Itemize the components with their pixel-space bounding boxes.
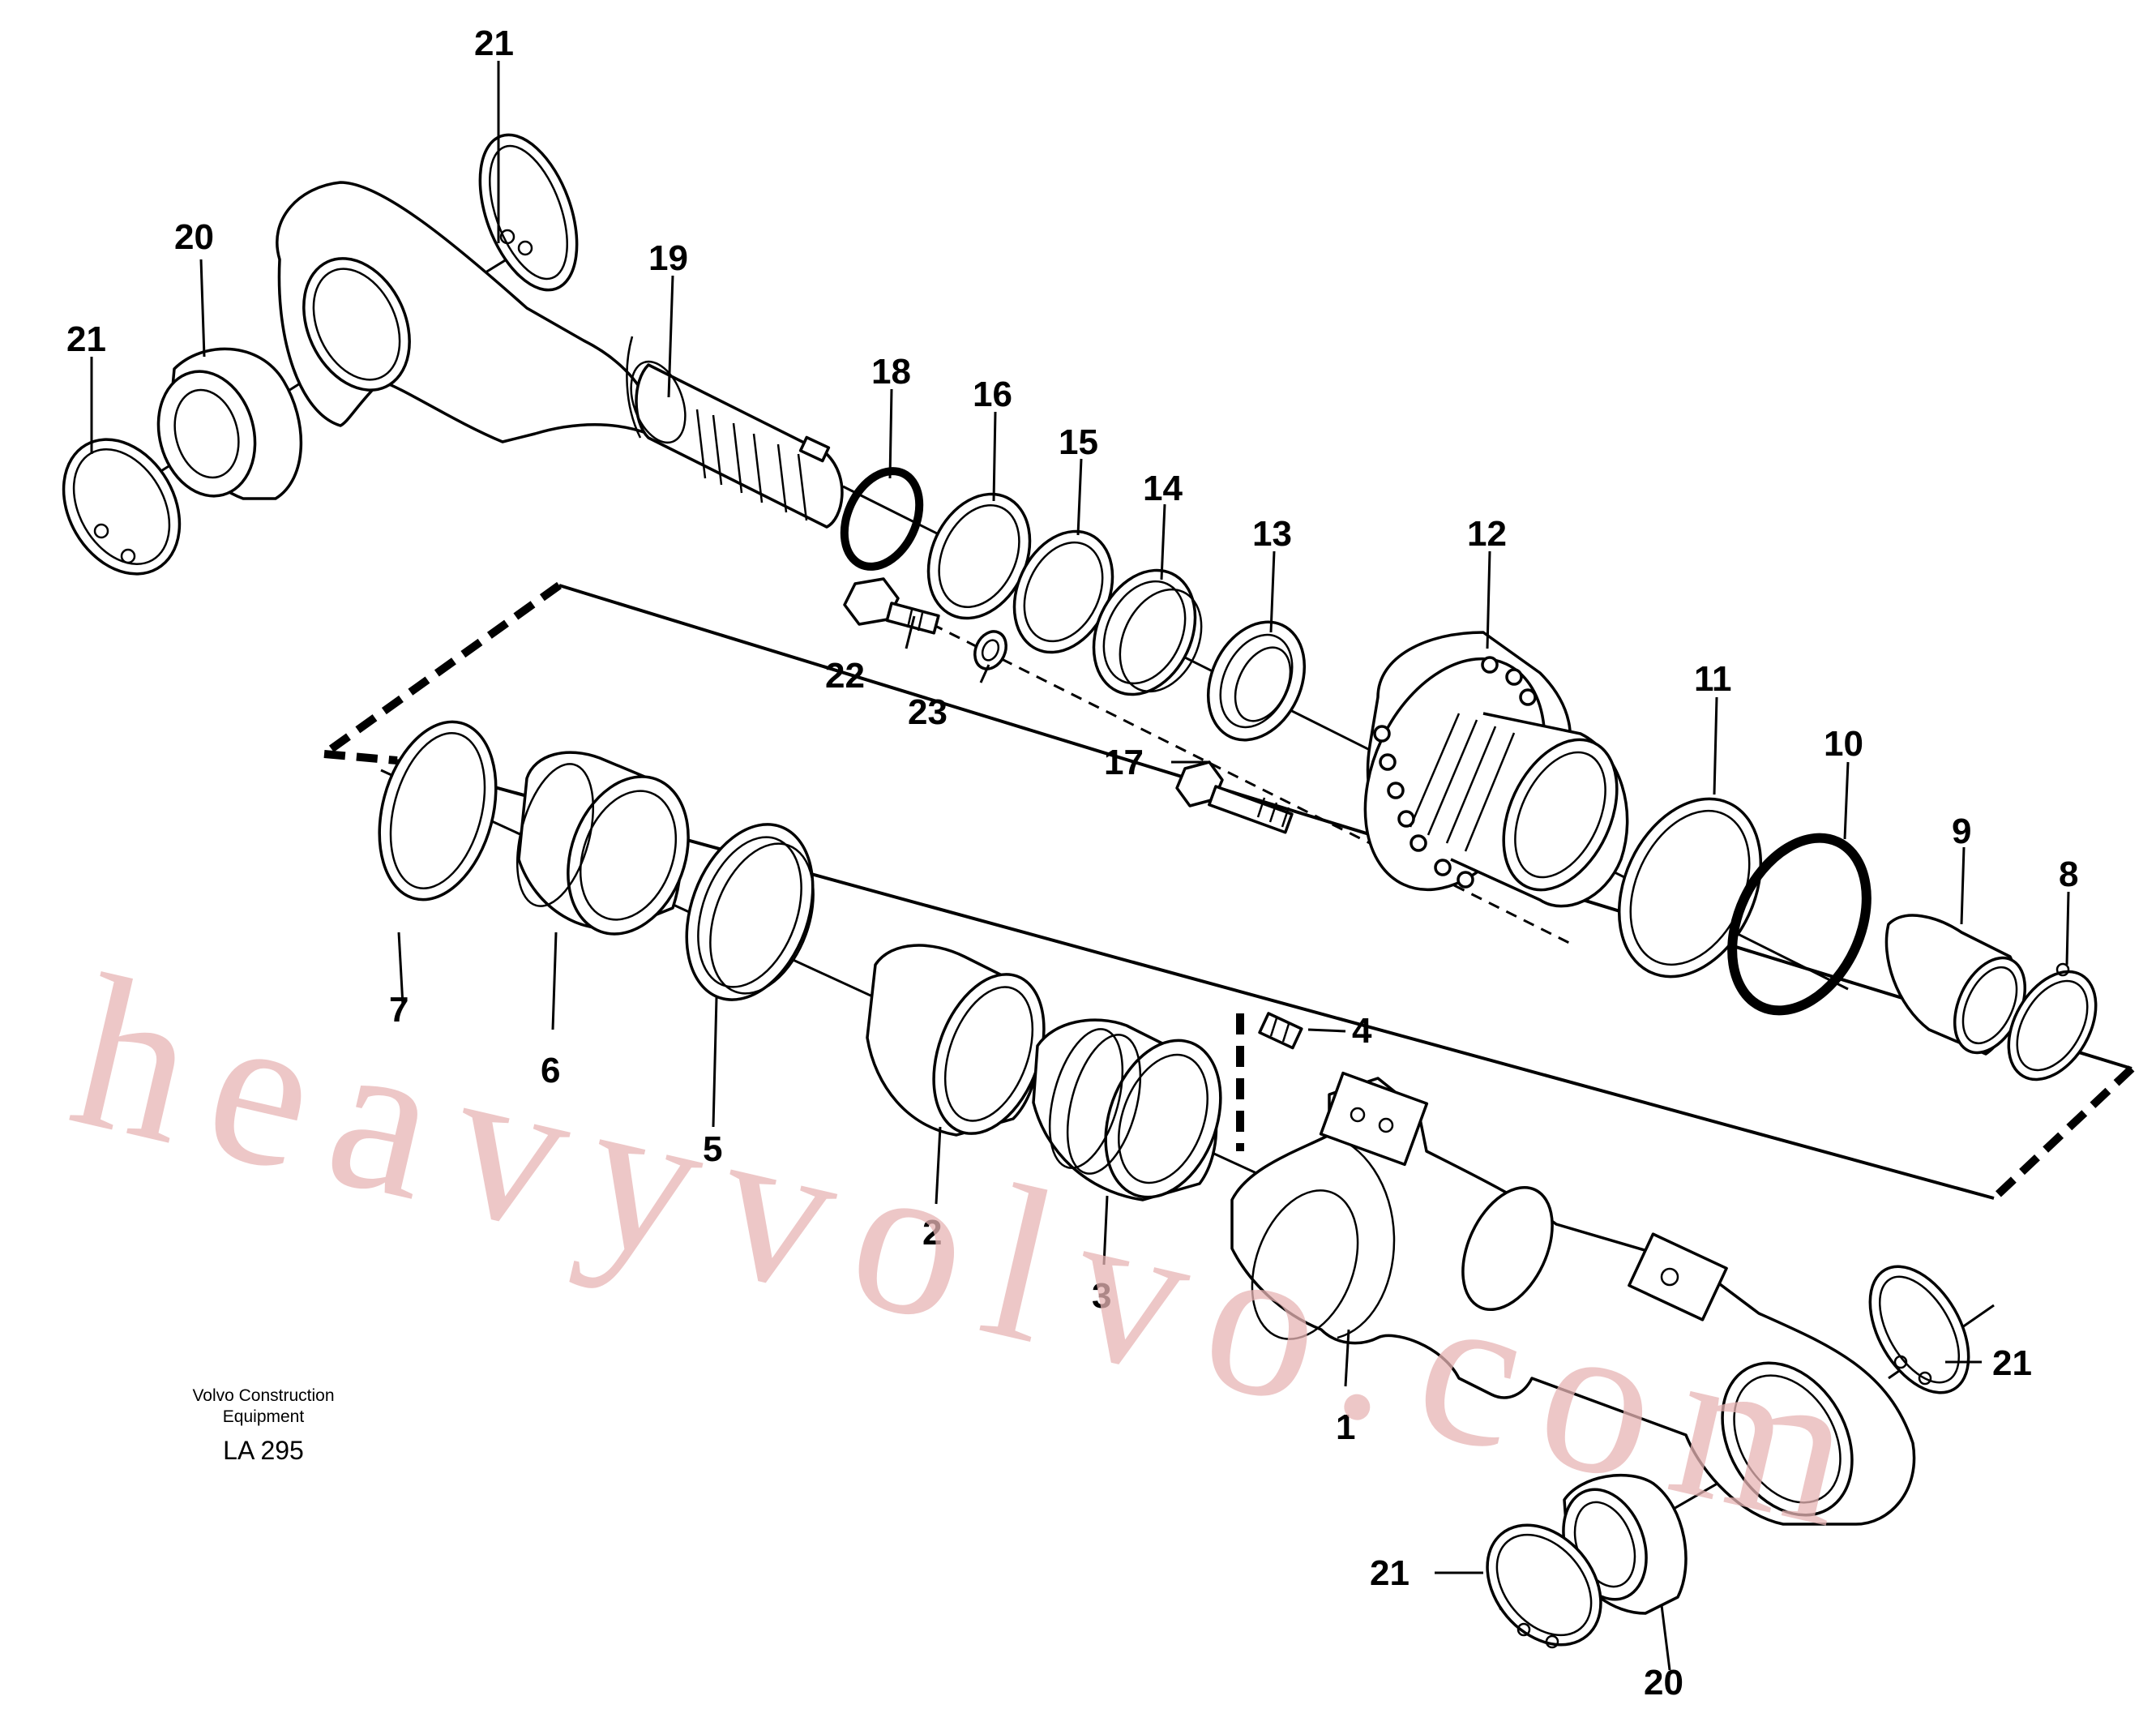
callout-1: 1: [1336, 1407, 1355, 1447]
part-11-ring: [1617, 797, 1763, 979]
part-13-seal: [1206, 620, 1307, 742]
callout-labels: 21 20 21 19 18 16 15 14 13 12 11 10 9 8 …: [66, 24, 2078, 1703]
callout-8: 8: [2059, 854, 2078, 894]
callout-21-left: 21: [66, 319, 106, 359]
callout-20-bottom: 20: [1644, 1663, 1683, 1703]
drawing-code: LA 295: [223, 1436, 304, 1465]
leader-lines: [90, 61, 2070, 1671]
part-23-washer: [973, 630, 1007, 670]
part-21-bottom-circlip: [1486, 1523, 1602, 1649]
callout-13: 13: [1252, 514, 1292, 554]
callout-9: 9: [1952, 812, 1971, 851]
drawing-caption: Volvo Construction Equipment LA 295: [192, 1386, 334, 1465]
callout-11: 11: [1694, 659, 1732, 699]
part-17-bolt: [1175, 760, 1294, 834]
part-7-ring: [378, 720, 498, 902]
callout-10: 10: [1824, 724, 1863, 764]
assembly-frame: [322, 581, 2135, 1201]
callout-17: 17: [1104, 743, 1144, 782]
callout-5: 5: [703, 1129, 722, 1169]
part-9-bushing: [1884, 914, 2027, 1056]
callout-19: 19: [648, 238, 688, 278]
part-4-grease-nipple: [1236, 1012, 1303, 1151]
callout-14: 14: [1143, 469, 1183, 508]
callout-6: 6: [541, 1051, 560, 1090]
callout-15: 15: [1059, 422, 1098, 462]
company-name-line1: Volvo Construction: [192, 1386, 334, 1405]
callout-23: 23: [908, 692, 948, 732]
callout-21-top: 21: [474, 24, 514, 63]
callout-21-bottom: 21: [1370, 1553, 1410, 1593]
part-20-top-bushing: [156, 347, 303, 500]
part-21-left-circlip: [62, 438, 182, 576]
part-18-oring: [840, 467, 924, 571]
callout-12: 12: [1467, 514, 1507, 554]
part-12-cylinder-head: [1363, 631, 1629, 908]
callout-2: 2: [922, 1213, 942, 1253]
part-14-seal: [1092, 568, 1203, 696]
callout-7: 7: [389, 990, 409, 1030]
part-22-bolt: [843, 577, 940, 635]
part-8-circlip: [2007, 962, 2098, 1082]
callout-22: 22: [825, 656, 865, 696]
callout-3: 3: [1092, 1276, 1111, 1316]
callout-4: 4: [1352, 1011, 1372, 1051]
part-1-cylinder-tube: [1230, 1071, 1916, 1526]
part-5-seal-ring: [685, 823, 815, 1001]
callout-16: 16: [973, 375, 1012, 414]
callout-21-right: 21: [1992, 1343, 2032, 1383]
part-3-gland: [1032, 1018, 1222, 1201]
callout-20-top: 20: [174, 217, 214, 257]
part-19-piston-rod: [630, 360, 844, 529]
company-name-line2: Equipment: [223, 1407, 305, 1426]
part-19-rod-eye: [276, 181, 650, 443]
part-10-wear-ring: [1727, 833, 1872, 1016]
part-21-right-circlip: [1868, 1265, 1970, 1394]
callout-18: 18: [871, 352, 911, 392]
part-6-piston: [515, 751, 690, 936]
